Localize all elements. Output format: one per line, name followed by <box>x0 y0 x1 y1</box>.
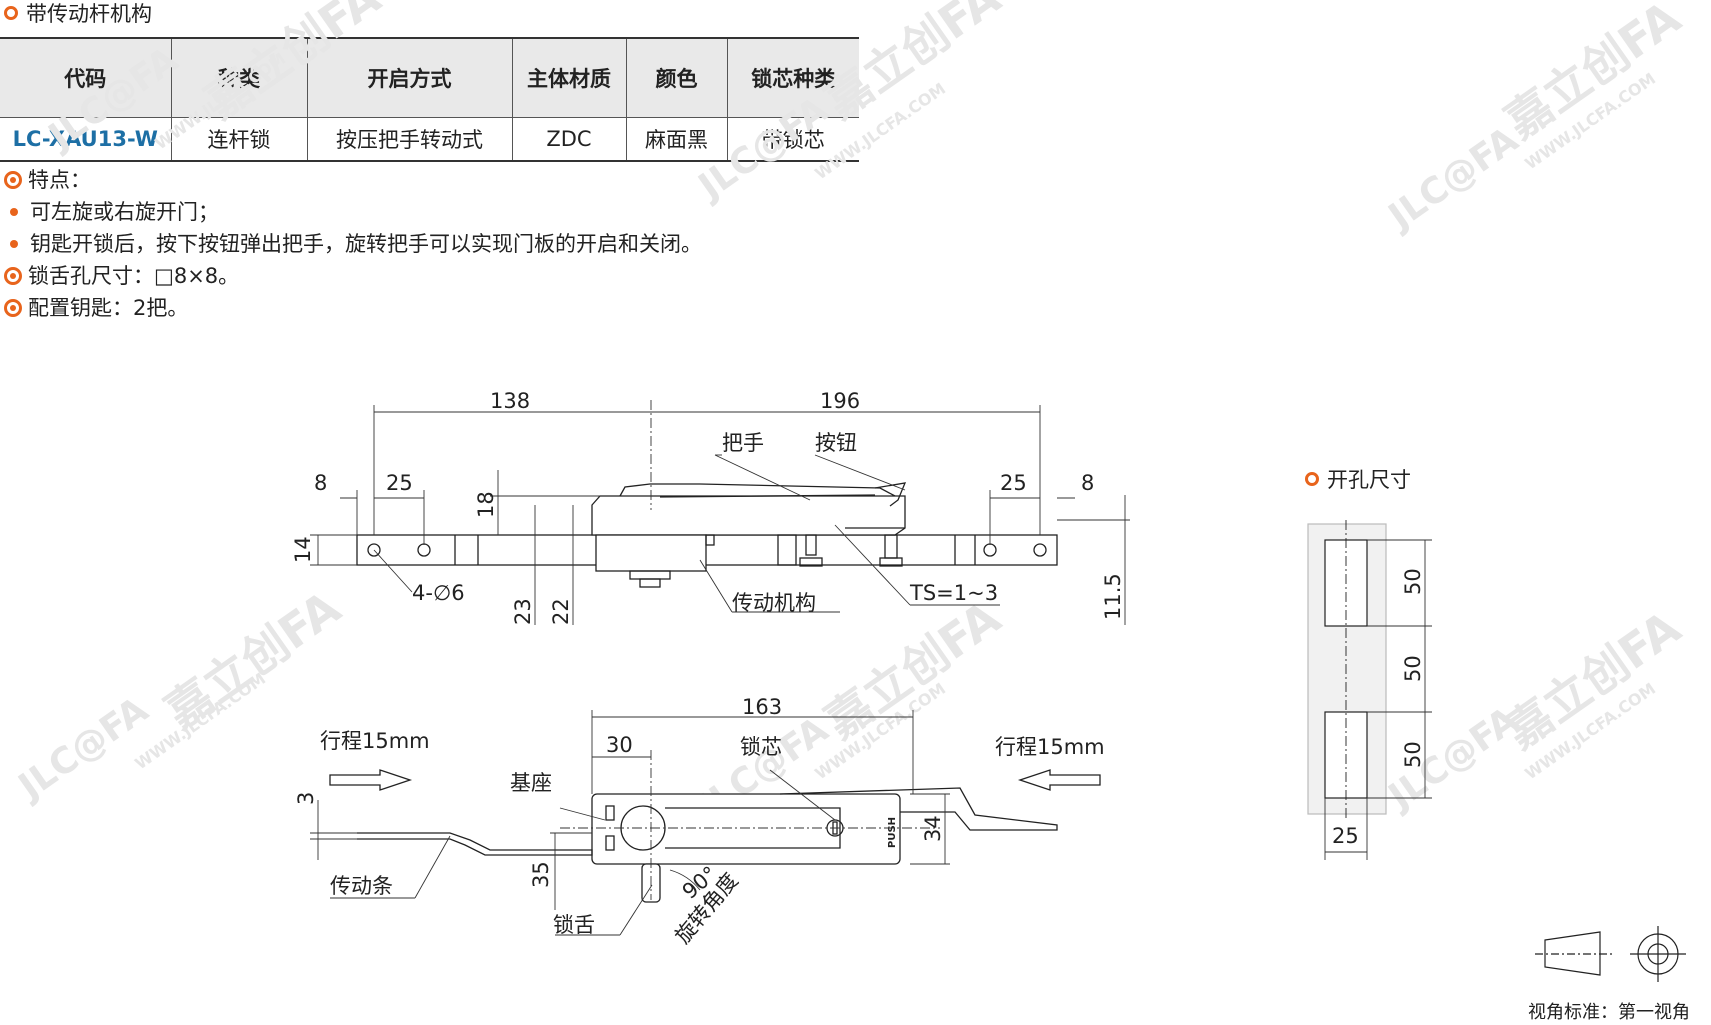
section-title: 带传动杆机构 <box>4 0 152 26</box>
table-cell: 连杆锁 <box>170 117 307 162</box>
svg-text:锁芯: 锁芯 <box>740 735 782 759</box>
svg-text:嘉立创FA: 嘉立创FA <box>155 580 350 739</box>
svg-text:34: 34 <box>921 815 945 842</box>
svg-text:14: 14 <box>291 536 315 563</box>
list-item: 钥匙开锁后，按下按钮弹出把手，旋转把手可以实现门板的开启和关闭。 <box>4 228 702 260</box>
list-item: 可左旋或右旋开门； <box>4 196 702 228</box>
svg-text:35: 35 <box>529 861 553 888</box>
svg-text:传动机构: 传动机构 <box>732 591 816 615</box>
svg-text:基座: 基座 <box>510 771 552 795</box>
svg-text:18: 18 <box>474 491 498 518</box>
svg-text:196: 196 <box>820 389 860 413</box>
button-outline <box>874 482 907 507</box>
svg-text:行程15mm: 行程15mm <box>995 735 1105 759</box>
table-row: LC-XAU13-W 连杆锁 按压把手转动式 ZDC 麻面黑 带锁芯 <box>0 117 859 162</box>
svg-text:25: 25 <box>1000 471 1027 495</box>
arrow-right-icon <box>329 769 413 791</box>
table-cell-code: LC-XAU13-W <box>0 117 171 162</box>
cutout-drawing <box>1307 520 1387 820</box>
cutout-dimensions <box>1324 539 1432 860</box>
arrow-left-icon <box>1017 769 1101 791</box>
table-cell: 麻面黑 <box>625 117 727 162</box>
watermark: 嘉立创FA 嘉立创FA 嘉立创FA 嘉立创FA 嘉立创FA 嘉立创FA JLC@… <box>9 0 1690 829</box>
svg-text:163: 163 <box>742 695 782 719</box>
table-header: 开启方式 <box>306 37 512 118</box>
svg-text:按钮: 按钮 <box>815 431 857 455</box>
mount-hole <box>1033 543 1047 557</box>
svg-text:JLC@FA: JLC@FA <box>689 89 836 209</box>
top-dimensions <box>310 710 950 936</box>
svg-text:8: 8 <box>1081 471 1094 495</box>
circle-bullet-icon <box>1305 472 1319 486</box>
drive-rod-left <box>357 832 593 856</box>
svg-text:锁舌: 锁舌 <box>553 913 595 937</box>
svg-text:138: 138 <box>490 389 530 413</box>
svg-text:50: 50 <box>1401 741 1425 768</box>
svg-text:25: 25 <box>1332 824 1359 848</box>
svg-text:TS=1~3: TS=1~3 <box>909 581 998 605</box>
svg-text:50: 50 <box>1401 655 1425 682</box>
table-header: 代码 <box>0 37 171 118</box>
drive-rod-right <box>779 787 1058 831</box>
svg-text:把手: 把手 <box>722 431 764 455</box>
mount-hole <box>367 543 381 557</box>
svg-text:JLC@FA: JLC@FA <box>9 689 156 809</box>
table-cell: 按压把手转动式 <box>306 117 512 162</box>
keys-spec: 配置钥匙：2把。 <box>4 292 702 324</box>
svg-text:3: 3 <box>294 792 318 805</box>
table-header: 种类 <box>170 37 307 118</box>
side-view <box>356 482 1058 588</box>
mechanism-box <box>595 534 707 572</box>
table-header: 颜色 <box>625 37 727 118</box>
svg-text:11.5: 11.5 <box>1101 573 1125 620</box>
table-header: 主体材质 <box>511 37 626 118</box>
view-standard-label: 视角标准：第一视角 <box>1528 1002 1690 1023</box>
projection-symbol-icon <box>1535 926 1686 982</box>
dot-bullet-icon <box>10 240 18 248</box>
svg-text:50: 50 <box>1401 568 1425 595</box>
svg-text:30: 30 <box>606 733 633 757</box>
side-dimension-labels: 138 196 8 25 25 8 14 18 23 22 11.5 4-∅6 … <box>291 389 1125 625</box>
dot-bullet-icon <box>10 208 18 216</box>
table-cell: ZDC <box>511 117 626 162</box>
svg-text:25: 25 <box>386 471 413 495</box>
svg-text:8: 8 <box>314 471 327 495</box>
svg-text:4-∅6: 4-∅6 <box>412 581 465 605</box>
svg-text:23: 23 <box>511 598 535 625</box>
cutout-dimension-labels: 50 50 50 25 <box>1332 568 1425 848</box>
lock-base <box>591 793 901 865</box>
target-bullet-icon <box>4 299 22 317</box>
target-bullet-icon <box>4 171 22 189</box>
table-header: 锁芯种类 <box>726 37 859 118</box>
side-dimensions <box>310 400 1130 625</box>
features-list: 特点： 可左旋或右旋开门； 钥匙开锁后，按下按钮弹出把手，旋转把手可以实现门板的… <box>4 164 702 324</box>
target-bullet-icon <box>4 267 22 285</box>
table-cell: 带锁芯 <box>726 117 859 162</box>
push-label: PUSH <box>887 817 898 848</box>
svg-text:JLC@FA: JLC@FA <box>1379 119 1526 239</box>
side-leaders <box>373 454 1000 613</box>
svg-text:传动条: 传动条 <box>330 874 393 898</box>
table-header-row: 代码 种类 开启方式 主体材质 颜色 锁芯种类 <box>0 37 859 118</box>
features-heading: 特点： <box>4 164 702 196</box>
drive-bar <box>356 534 1058 566</box>
section-title-text: 带传动杆机构 <box>26 2 152 26</box>
svg-text:行程15mm: 行程15mm <box>320 729 430 753</box>
tongue-hole-spec: 锁舌孔尺寸：□8×8。 <box>4 260 702 292</box>
cutout-title: 开孔尺寸 <box>1305 464 1411 494</box>
svg-text:22: 22 <box>549 598 573 625</box>
circle-bullet-icon <box>4 6 18 20</box>
handle-outline <box>619 483 896 497</box>
lock-body <box>591 495 906 536</box>
svg-text:PUSH: PUSH <box>887 817 898 848</box>
spec-table: 代码 种类 开启方式 主体材质 颜色 锁芯种类 LC-XAU13-W 连杆锁 按… <box>0 37 859 162</box>
